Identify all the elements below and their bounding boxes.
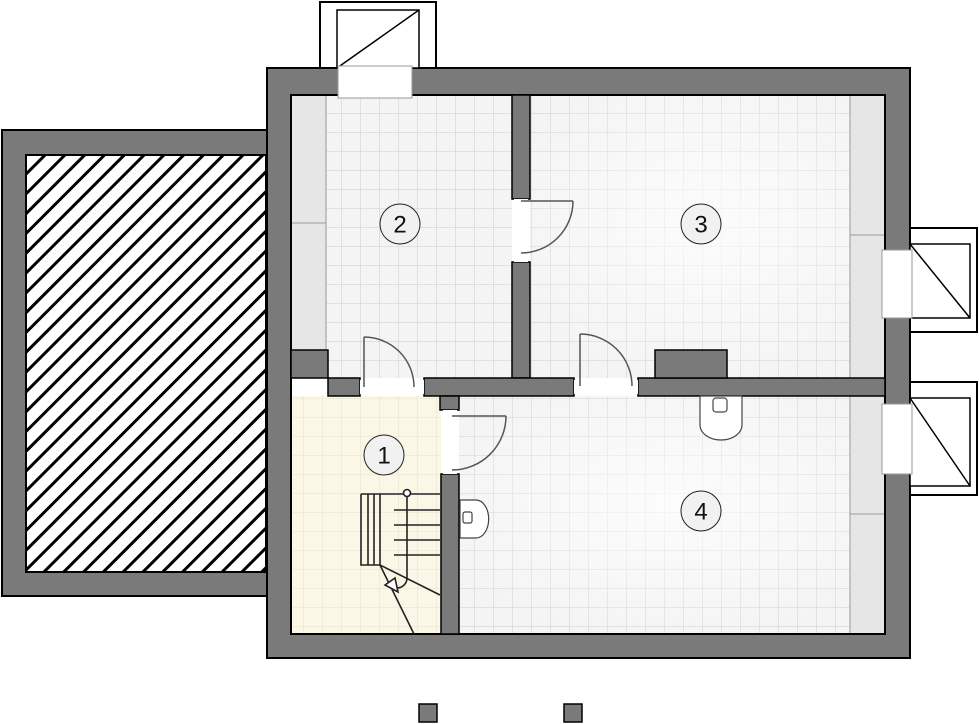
wall-horizontal-mid [423, 377, 575, 397]
room-1-floor [291, 396, 441, 634]
window-well-right-lower [881, 381, 978, 496]
door-2-3 [514, 199, 574, 262]
wall-horizontal-right [637, 377, 886, 397]
cabinet-room-3-lower [849, 234, 886, 379]
pier-right [563, 703, 583, 723]
wall-2-3-upper [511, 94, 531, 200]
cabinet-room-4 [849, 395, 886, 515]
door-1-2 [360, 336, 424, 394]
window-well-top [319, 1, 437, 99]
room-number-4: 4 [694, 499, 707, 526]
wall-horizontal-left2 [327, 377, 361, 397]
room-4-glow [459, 396, 885, 634]
wall-horizontal-left [290, 349, 329, 379]
hatched-area [25, 154, 267, 573]
room-number-3: 3 [694, 212, 707, 239]
chimney-block [654, 349, 728, 379]
cabinet-room-2-lower [290, 222, 327, 351]
pier-left [418, 703, 438, 723]
staircase-icon [360, 488, 441, 635]
room-number-2: 2 [393, 212, 406, 239]
wall-1-4 [440, 473, 460, 635]
outer-walls [266, 67, 911, 659]
room-marker-3: 3 [680, 203, 722, 245]
room-marker-2: 2 [379, 203, 421, 245]
room-marker-4: 4 [680, 490, 722, 532]
cabinet-room-2 [290, 94, 327, 224]
wall-stub-hall [439, 395, 460, 411]
cabinet-room-4-lower [849, 513, 886, 635]
toilet-icon [699, 395, 743, 441]
room-number-1: 1 [377, 443, 390, 470]
wall-2-3-lower [511, 261, 531, 379]
window-well-right-upper [881, 227, 978, 333]
sink-icon [459, 499, 490, 539]
room-marker-1: 1 [363, 434, 405, 476]
cabinet-room-3 [849, 94, 886, 236]
door-1-4 [443, 410, 507, 474]
door-3-hall [574, 333, 638, 394]
